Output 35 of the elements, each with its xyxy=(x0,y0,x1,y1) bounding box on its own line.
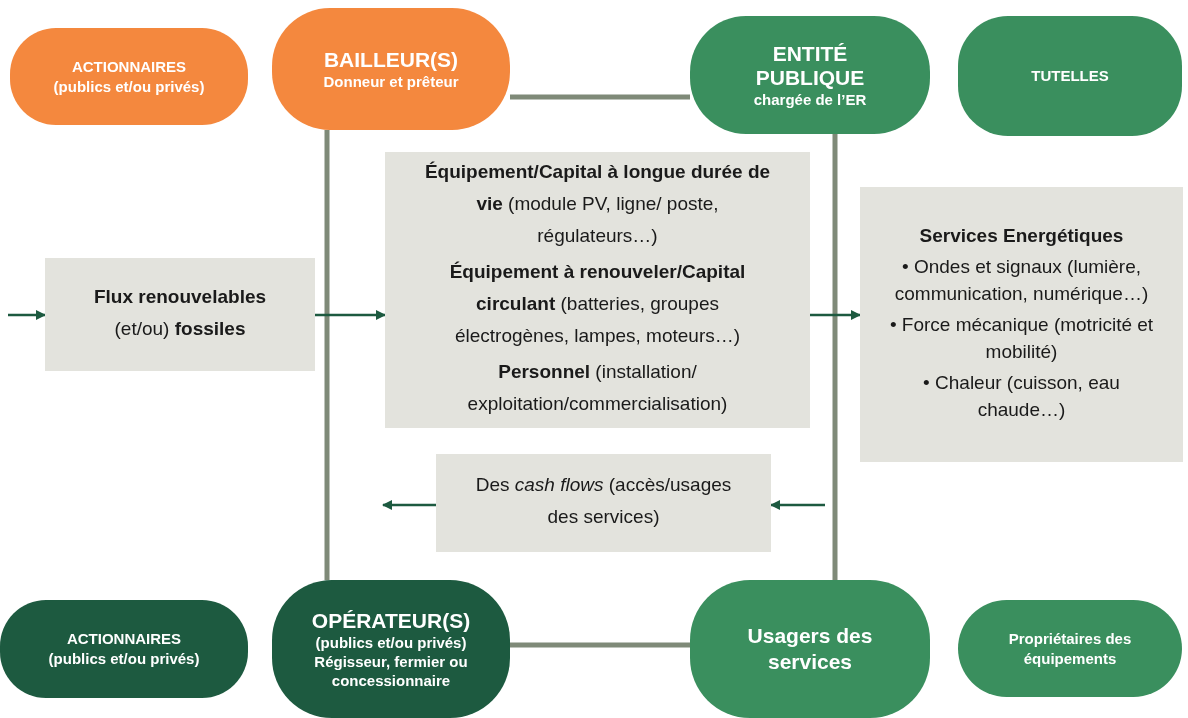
stakeholder-label: ACTIONNAIRES (publics et/ou privés) xyxy=(47,629,201,669)
connector-line xyxy=(324,130,330,580)
stakeholder-title: Usagers des services xyxy=(746,623,874,675)
cash-flow-box xyxy=(436,454,771,552)
stakeholder-subtitle: chargée de l’ER xyxy=(753,89,867,109)
service-item: • Ondes et signaux (lumière, communication, numérique…) xyxy=(893,255,1150,306)
services-heading: Services Energétiques xyxy=(919,224,1124,248)
arrow xyxy=(315,310,386,320)
service-item: • Chaleur (cuisson, eau chaude…) xyxy=(922,371,1121,422)
arrow xyxy=(770,500,825,510)
resources-box xyxy=(385,152,810,428)
box-text: Équipement/Capital à longue durée de vie (module PV, ligne/ poste, régulateurs…) xyxy=(423,160,772,248)
connector-line xyxy=(510,642,690,648)
stakeholder-subtitle: Donneur et prêteur xyxy=(323,71,459,91)
box-text: Personnel (installation/ exploitation/commercialisation) xyxy=(466,360,729,416)
service-item: • Force mécanique (motricité et mobilité) xyxy=(888,313,1155,364)
stakeholder-pill xyxy=(958,16,1182,136)
box-text: Des cash flows (accès/usages des services) xyxy=(474,473,733,529)
stakeholder-title: ENTITÉ PUBLIQUE xyxy=(754,41,866,90)
connector-line xyxy=(832,134,838,580)
services-box xyxy=(860,187,1183,462)
stakeholder-label: Propriétaires des équipements xyxy=(1007,628,1133,669)
flow-box xyxy=(45,258,315,371)
box-text: Équipement à renouveler/Capital circulant (batteries, groupes électrogènes, lampes, moteurs…) xyxy=(448,260,747,348)
box-text: Flux renouvelables (et/ou) fossiles xyxy=(92,284,268,341)
stakeholder-label: TUTELLES xyxy=(1031,66,1109,86)
connector-line xyxy=(510,94,690,100)
arrow xyxy=(382,500,436,510)
arrow xyxy=(8,310,46,320)
stakeholder-label: ACTIONNAIRES (publics et/ou privés) xyxy=(52,56,206,97)
stakeholder-title: BAILLEUR(S) xyxy=(323,47,459,72)
arrow xyxy=(810,310,861,320)
stakeholder-pill xyxy=(0,600,248,698)
stakeholder-subtitle: (publics et/ou privés) Régisseur, fermier ou concessionnaire xyxy=(313,632,469,690)
stakeholder-title: OPÉRATEUR(S) xyxy=(311,608,471,633)
